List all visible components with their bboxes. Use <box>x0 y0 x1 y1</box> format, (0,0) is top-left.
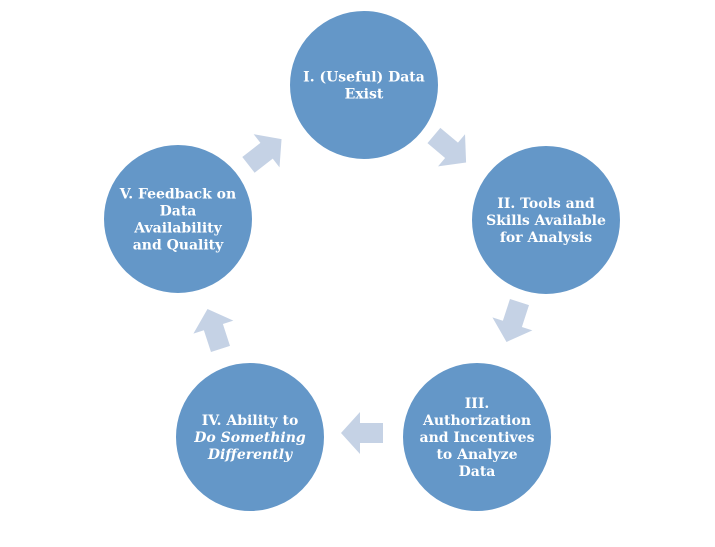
node-label-line: Authorization <box>422 413 531 429</box>
node-label-line: IV. Ability to <box>202 413 299 429</box>
node-label-line: III. <box>465 396 490 412</box>
arrow-ii-to-iii-icon <box>492 298 533 342</box>
arrow-i-to-ii-icon <box>427 127 467 167</box>
node-label-line: V. Feedback on <box>119 187 236 203</box>
node-label-line: Data <box>160 204 197 220</box>
node-label-line: Skills Available <box>486 213 606 229</box>
arrows <box>193 127 533 454</box>
node-label-line: and Quality <box>133 238 224 254</box>
node-label-line: Availability <box>133 221 222 237</box>
arrow-iv-to-v-icon <box>193 309 234 353</box>
node-label-line: Exist <box>345 87 384 103</box>
node-label-line: Differently <box>207 447 293 463</box>
arrow-v-to-i-icon <box>242 134 282 173</box>
node-label-line: for Analysis <box>500 230 592 246</box>
node-label-line: and Incentives <box>420 430 535 446</box>
node-label-line: to Analyze <box>436 447 517 463</box>
node-label-line: I. (Useful) Data <box>303 70 425 86</box>
arrow-iii-to-iv-icon <box>341 412 383 454</box>
node-label-line: Data <box>459 464 496 480</box>
node-label-line: Do Something <box>193 430 306 446</box>
node-label-line: II. Tools and <box>497 196 595 212</box>
